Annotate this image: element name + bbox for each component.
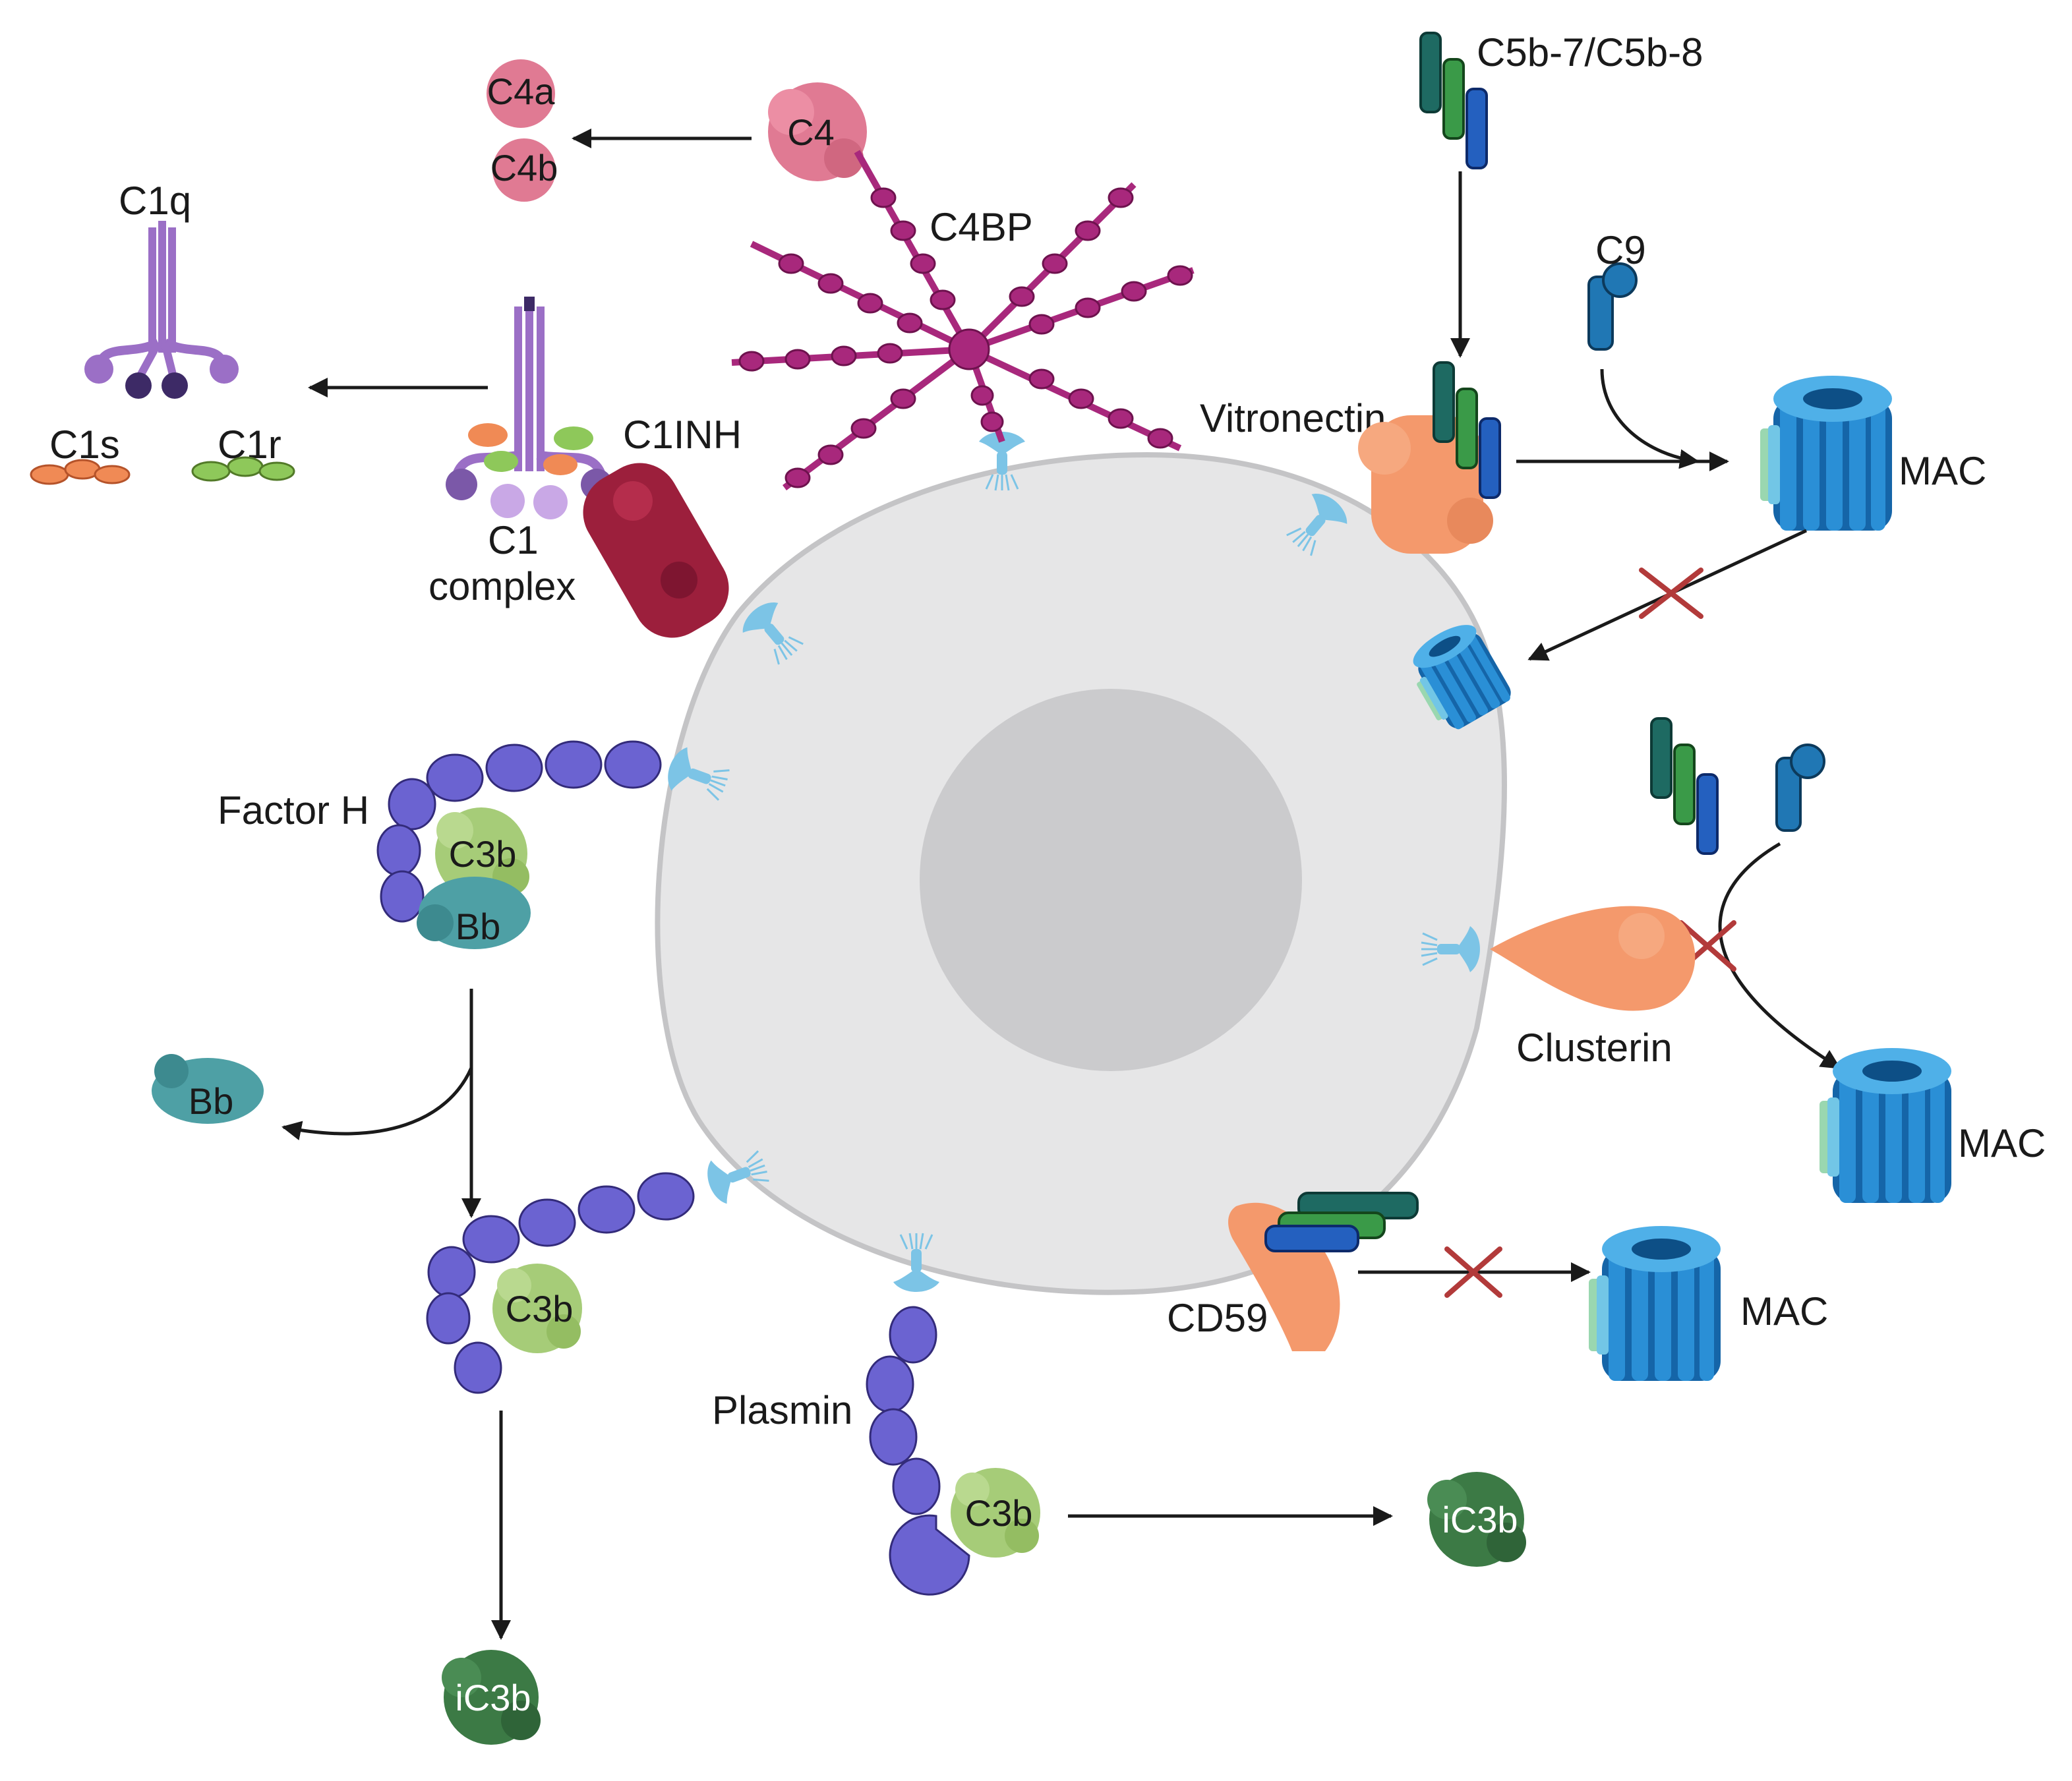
c4-protein (768, 82, 867, 181)
vitronectin-label: Vitronectin (1200, 396, 1386, 440)
c4b-protein (492, 138, 556, 202)
ic3b-protein-right (1427, 1472, 1526, 1567)
factor-h-protein-bottom (426, 1172, 695, 1394)
c1-complex-label-line2: complex (429, 564, 576, 608)
ic3b-protein-left (442, 1650, 541, 1745)
mac-label-top: MAC (1899, 449, 1986, 493)
inhibition-x-icon (1444, 1246, 1502, 1298)
c1-complex-protein (446, 297, 612, 519)
c4b-label: C4b (490, 147, 558, 189)
ic3b-label-right: iC3b (1442, 1499, 1518, 1540)
bb-label-released: Bb (189, 1080, 234, 1122)
arrow-icon (281, 1066, 473, 1140)
c9-protein-top (1587, 262, 1638, 351)
c3b-protein-bottom (492, 1264, 582, 1353)
nucleus (920, 689, 1302, 1071)
mac-label-bottom: MAC (1740, 1289, 1828, 1333)
inhibition-x-icon (1639, 568, 1703, 619)
mac-pore-icon (1589, 1226, 1721, 1381)
clusterin-protein (1490, 906, 1696, 1011)
vitronectin-protein (1358, 415, 1493, 554)
c3b-label-top: C3b (449, 833, 517, 875)
mac-pore-icon (1820, 1048, 1951, 1203)
c1q-protein (84, 221, 239, 399)
factor-h-label: Factor H (218, 788, 369, 832)
plasmin-protein (866, 1306, 970, 1596)
c4bp-protein (731, 150, 1195, 490)
c3b-label-plasmin: C3b (965, 1492, 1033, 1534)
bb-protein-released (152, 1054, 264, 1124)
c3b-protein-top (435, 807, 529, 900)
c1inh-label: C1INH (623, 413, 742, 457)
c1s-protein (30, 459, 131, 485)
c5b-label: C5b-7/C5b-8 (1477, 30, 1703, 74)
arrow-icon (1600, 368, 1700, 469)
c1-complex-label-line1: C1 (488, 518, 539, 562)
ic3b-label-left: iC3b (455, 1677, 531, 1718)
clusterin-label: Clusterin (1516, 1026, 1672, 1070)
mac-label-mid: MAC (1958, 1121, 2046, 1165)
plasmin-label: Plasmin (712, 1388, 852, 1432)
c3b-protein-plasmin (951, 1468, 1040, 1558)
arrow-icon (1718, 842, 1841, 1070)
c4a-protein (487, 59, 555, 128)
bb-label-top: Bb (456, 906, 501, 947)
c5b8-complex-clusterin (1650, 717, 1719, 855)
c4-label: C4 (787, 111, 835, 153)
bb-protein-top (417, 877, 531, 949)
mac-pore-icon (1760, 376, 1892, 531)
c1r-protein (191, 456, 295, 482)
c1q-label: C1q (119, 179, 191, 223)
c9-protein-clusterin (1775, 744, 1825, 832)
c3b-label-bottom: C3b (506, 1288, 574, 1329)
c5b8-complex-cd59 (1264, 1192, 1419, 1252)
cd59-label: CD59 (1167, 1296, 1268, 1340)
c4bp-label: C4BP (930, 205, 1033, 249)
c4a-label: C4a (487, 71, 556, 112)
factor-h-protein-top (376, 740, 662, 923)
c9-label-top: C9 (1595, 228, 1646, 272)
c1inh-protein (583, 463, 729, 638)
